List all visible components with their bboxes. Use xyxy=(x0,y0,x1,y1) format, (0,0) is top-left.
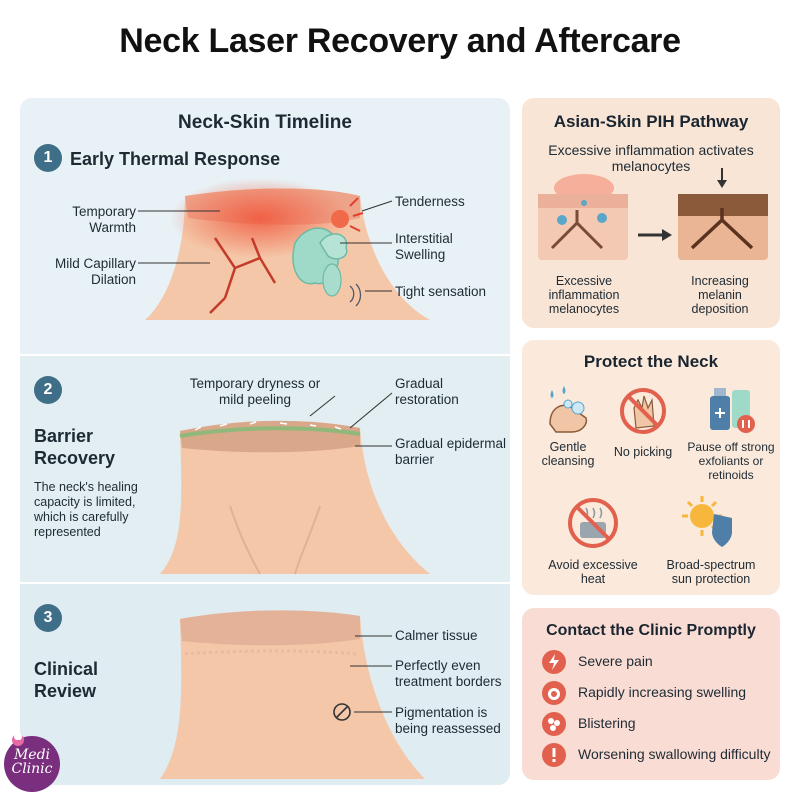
protect-item-label: Gentle cleansing xyxy=(541,440,595,468)
divider xyxy=(20,354,510,356)
step3-neck-illustration xyxy=(160,610,425,779)
step2-title: Barrier Recovery xyxy=(34,426,116,468)
protect-panel: Protect the Neck Gentle cleansing No pic… xyxy=(522,340,780,595)
warning-label: Rapidly increasing swelling xyxy=(578,684,747,700)
divider xyxy=(20,582,510,584)
pih-left-caption: Excessive inflammation melanocytes xyxy=(548,274,620,316)
pih-diagram xyxy=(538,168,768,260)
lightning-icon xyxy=(542,650,566,674)
even-borders-label: Perfectly even treatment borders xyxy=(395,658,502,689)
gradual-restoration-label: Gradual restoration xyxy=(395,376,459,407)
clinic-logo xyxy=(4,732,60,792)
warning-label: Blistering xyxy=(578,715,636,731)
step1-title: Early Thermal Response xyxy=(70,149,281,169)
step1-neck-illustration xyxy=(138,178,430,320)
sun-shield-icon xyxy=(682,496,732,547)
temporary-warmth-label: Temporary Warmth xyxy=(72,204,136,235)
warning-label: Worsening swallowing difficulty xyxy=(578,746,771,762)
step2-description: The neck's healing capacity is limited, … xyxy=(34,480,138,539)
hand-washing-icon xyxy=(549,386,588,433)
timeline-panel: Neck-Skin Timeline 1 Early Thermal Respo… xyxy=(20,98,510,785)
contact-title: Contact the Clinic Promptly xyxy=(546,622,756,639)
step2-neck-illustration xyxy=(160,392,430,575)
step1-number: 1 xyxy=(34,144,62,172)
tight-sensation-label: Tight sensation xyxy=(395,284,487,299)
page-title: Neck Laser Recovery and Aftercare xyxy=(119,22,681,60)
contact-panel: Contact the Clinic Promptly Severe pain … xyxy=(522,608,780,780)
timeline-heading: Neck-Skin Timeline xyxy=(178,112,352,133)
step3-number: 3 xyxy=(34,604,62,632)
protect-title: Protect the Neck xyxy=(583,352,719,371)
no-heat-icon xyxy=(568,498,618,548)
pih-subtitle: Excessive inflammation activates melanoc… xyxy=(548,142,754,174)
step3-title: Clinical Review xyxy=(34,659,99,701)
protect-item-label: No picking xyxy=(613,445,673,459)
tenderness-label: Tenderness xyxy=(395,194,465,209)
exclamation-icon xyxy=(542,743,566,767)
blister-icon xyxy=(542,712,566,736)
dryness-label: Temporary dryness or mild peeling xyxy=(189,376,321,407)
swelling-icon xyxy=(542,681,566,705)
bottles-icon xyxy=(710,388,755,433)
epidermal-barrier-label: Gradual epidermal barrier xyxy=(395,436,507,467)
warning-label: Severe pain xyxy=(578,653,653,669)
no-picking-icon xyxy=(620,388,666,434)
protect-item-label: Avoid excessive heat xyxy=(548,558,638,586)
pih-title: Asian-Skin PIH Pathway xyxy=(553,112,749,131)
protect-item-label: Pause off strong exfoliants or retinoids xyxy=(687,440,775,482)
pih-panel: Asian-Skin PIH Pathway Excessive inflamm… xyxy=(522,98,780,328)
logo-text: Medi Clinic xyxy=(11,747,53,777)
pih-right-caption: Increasing melanin deposition xyxy=(691,274,749,316)
capillary-dilation-label: Mild Capillary Dilation xyxy=(54,256,136,287)
pigmentation-label: Pigmentation is being reassessed xyxy=(395,705,501,736)
step2-number: 2 xyxy=(34,376,62,404)
protect-item-label: Broad-spectrum sun protection xyxy=(666,558,756,586)
calmer-tissue-label: Calmer tissue xyxy=(395,628,478,643)
swelling-label: Interstitial Swelling xyxy=(395,231,453,262)
